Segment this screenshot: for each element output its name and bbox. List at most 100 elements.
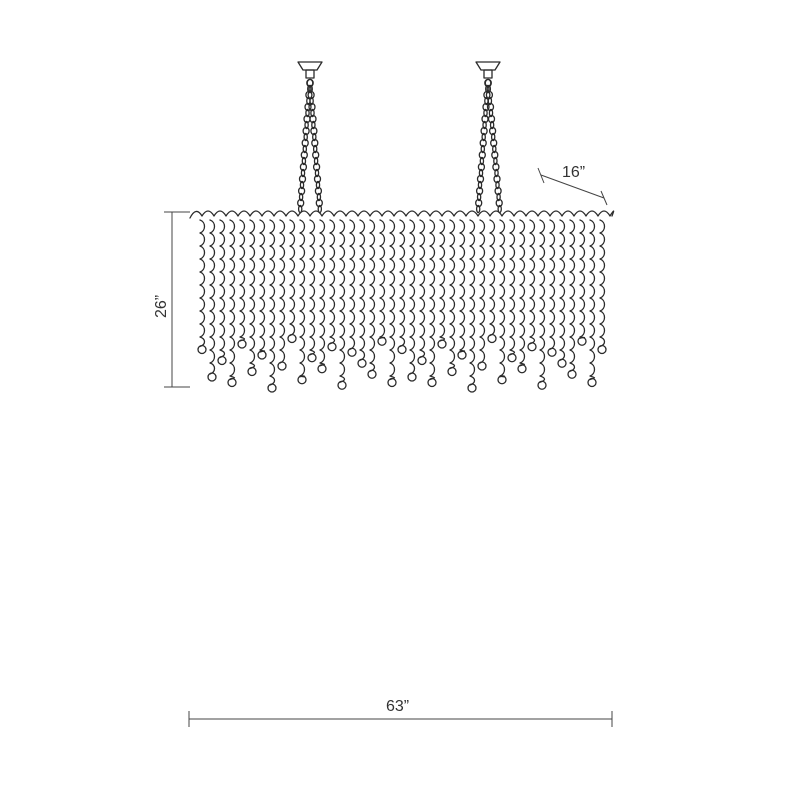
width-dimension: 63” xyxy=(188,698,613,727)
chain-link xyxy=(486,84,492,94)
chain-link xyxy=(479,156,485,166)
bead-drop xyxy=(267,383,277,393)
chain-link xyxy=(475,198,483,208)
chain-link xyxy=(478,168,484,178)
bead-strand xyxy=(319,219,326,367)
bead-drop xyxy=(597,344,607,355)
chandelier-icon xyxy=(189,210,615,393)
chain-link xyxy=(315,198,323,208)
bead-strand xyxy=(219,219,226,359)
bead-strand xyxy=(349,219,356,350)
bead-drop xyxy=(447,366,457,377)
chain-link xyxy=(304,102,312,112)
bead-drop xyxy=(437,339,447,349)
chain-link xyxy=(301,138,309,148)
bead-strand xyxy=(479,219,486,364)
bead-drop xyxy=(257,350,267,360)
bead-drop xyxy=(497,375,507,385)
chain-link xyxy=(308,84,313,94)
chain-link xyxy=(489,120,495,130)
chain-link xyxy=(307,90,315,100)
chain-link xyxy=(480,126,488,136)
chain-link xyxy=(297,198,305,208)
chain-link xyxy=(314,168,320,178)
chain-link xyxy=(480,144,486,154)
chain-link xyxy=(299,162,308,172)
bead-drop xyxy=(247,366,257,377)
chain-link xyxy=(315,180,321,190)
bead-strand xyxy=(409,219,416,375)
chain-link xyxy=(484,78,492,88)
bead-drop xyxy=(427,377,437,388)
bead-strand xyxy=(299,219,306,378)
bead-drop xyxy=(577,336,587,346)
bead-drop xyxy=(457,350,467,360)
chain-link xyxy=(494,186,502,196)
bead-drop xyxy=(377,336,387,346)
bead-strand xyxy=(419,219,426,359)
bead-drop xyxy=(467,383,477,393)
chain-link xyxy=(309,114,317,124)
bead-drop xyxy=(477,361,487,371)
chain-link xyxy=(303,132,308,142)
depth-label: 16” xyxy=(562,164,585,181)
chain-link xyxy=(312,144,318,154)
chain-link xyxy=(310,126,318,136)
chain-link xyxy=(477,180,483,190)
chain-link xyxy=(476,192,482,202)
bead-strand xyxy=(229,219,236,381)
chain-link xyxy=(312,150,320,160)
bead-strand xyxy=(549,219,556,350)
chain-link xyxy=(306,78,314,88)
bead-strand xyxy=(559,219,566,361)
bead-drop xyxy=(537,380,547,390)
chain-link xyxy=(305,108,310,118)
bead-drop xyxy=(217,355,227,366)
chain-link xyxy=(300,168,306,178)
bead-strand xyxy=(259,219,266,353)
chain-link xyxy=(494,168,499,178)
chain-link xyxy=(490,132,496,142)
chain-link xyxy=(477,162,486,172)
bead-strand xyxy=(509,219,516,356)
bead-drop xyxy=(557,358,567,368)
bead-strand xyxy=(199,219,206,348)
chain-link xyxy=(309,96,314,106)
bead-strand xyxy=(449,219,456,370)
chain-link xyxy=(492,162,500,172)
chain-link xyxy=(304,120,309,130)
bead-drop xyxy=(417,355,427,366)
chain-link xyxy=(487,114,496,124)
bead-strand xyxy=(249,219,256,370)
bead-drop xyxy=(307,353,317,363)
chain-link xyxy=(495,180,500,190)
chain-link xyxy=(312,162,321,172)
bead-strand xyxy=(289,219,296,337)
chain-link xyxy=(482,120,487,130)
bead-strand xyxy=(429,219,436,381)
chain-link xyxy=(492,144,497,154)
chain-link xyxy=(483,108,488,118)
bead-drop xyxy=(387,377,397,388)
chain-link xyxy=(481,132,486,142)
bead-drop xyxy=(587,377,597,388)
bead-strand xyxy=(369,219,376,372)
chain-link xyxy=(316,192,322,202)
chain-icon xyxy=(297,78,503,214)
height-dimension: 26” xyxy=(153,211,190,388)
chain-link xyxy=(298,174,307,184)
chain-link xyxy=(313,174,322,184)
chain-link xyxy=(310,108,315,118)
chain-link xyxy=(311,120,316,130)
bead-drop xyxy=(547,347,557,357)
chain-link xyxy=(496,192,501,202)
bead-strand xyxy=(469,219,476,386)
bead-strand xyxy=(539,219,546,383)
bead-drop xyxy=(287,333,297,344)
chain-link xyxy=(485,90,494,100)
ceiling-canopy-icon xyxy=(297,61,501,79)
bead-strand xyxy=(209,219,216,375)
bead-drop xyxy=(357,358,367,368)
chain-link xyxy=(302,126,310,136)
